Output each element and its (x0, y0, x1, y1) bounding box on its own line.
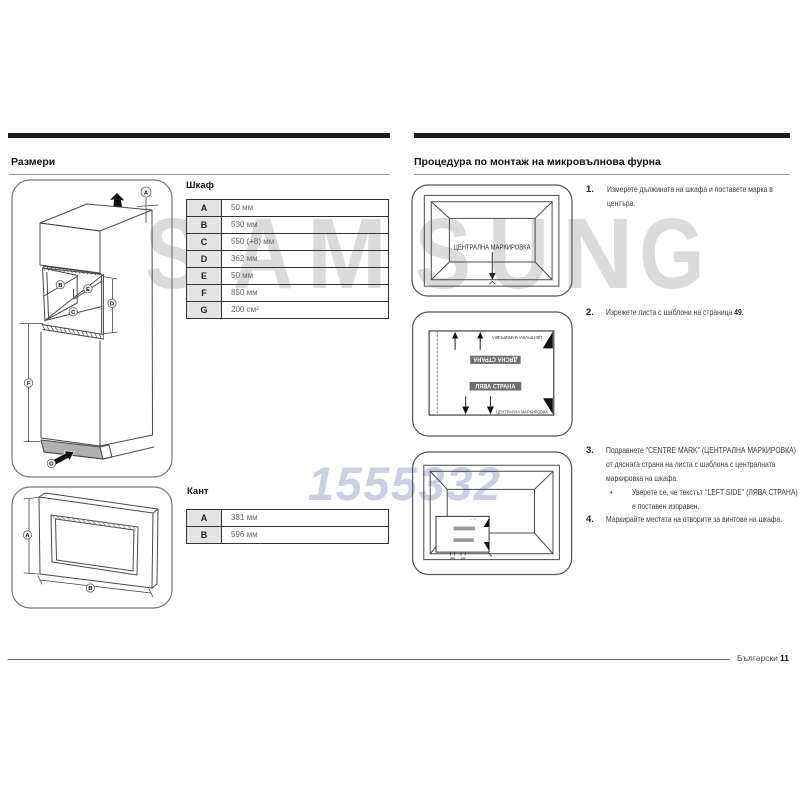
svg-text:C: C (71, 310, 76, 316)
svg-text:ЦЕНТРАЛНА МАРКИРОВКА: ЦЕНТРАЛНА МАРКИРОВКА (491, 335, 542, 340)
svg-text:ЦЕНТРАЛНА МАРКИРОВКА: ЦЕНТРАЛНА МАРКИРОВКА (496, 410, 549, 415)
svg-text:1555332: 1555332 (308, 457, 501, 510)
svg-text:F: F (27, 381, 31, 387)
svg-text:A: A (144, 190, 149, 196)
svg-text:ДЯСНА СТРАНА: ДЯСНА СТРАНА (473, 355, 518, 361)
svg-text:-- ---: -- --- (470, 517, 476, 521)
svg-text:B: B (88, 586, 92, 592)
svg-text:A: A (25, 533, 30, 539)
svg-text:G: G (49, 462, 54, 468)
svg-text:ЛЯВА СТРАНА: ЛЯВА СТРАНА (475, 384, 516, 390)
svg-text:B: B (58, 283, 62, 289)
svg-text:E: E (86, 287, 90, 293)
svg-text:ЦЕНТРАЛНА МАРКИРОВКА: ЦЕНТРАЛНА МАРКИРОВКА (454, 245, 531, 252)
svg-text:D: D (110, 302, 114, 308)
